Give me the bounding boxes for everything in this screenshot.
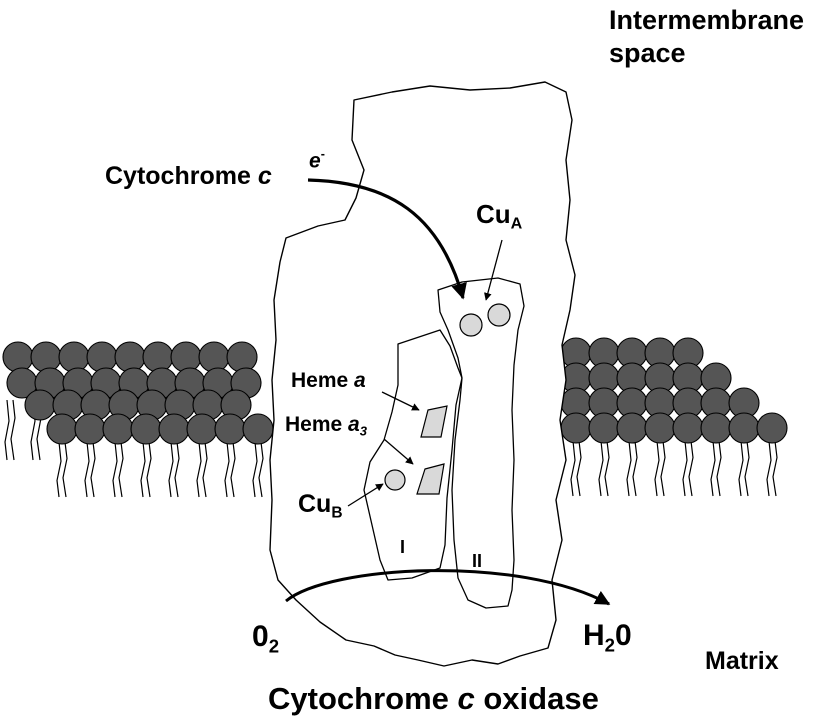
lipid-head bbox=[672, 412, 704, 444]
lipid-head bbox=[142, 341, 174, 373]
lipid-head bbox=[616, 412, 648, 444]
lipid-head bbox=[102, 413, 134, 445]
lipid-head bbox=[2, 341, 34, 373]
lipid-head bbox=[226, 341, 258, 373]
subunit-i-outline bbox=[363, 329, 463, 581]
lipid-tail bbox=[626, 440, 638, 497]
lipid-tail bbox=[4, 399, 16, 461]
lipid-head bbox=[130, 413, 162, 445]
lipid-head bbox=[114, 341, 146, 373]
lipid-head bbox=[242, 413, 274, 445]
lipid-head bbox=[728, 412, 760, 444]
cu-a-site-2 bbox=[487, 303, 511, 327]
lipid-head bbox=[700, 412, 732, 444]
heme-a3-label: Heme a3 bbox=[285, 413, 367, 439]
lipid-tail bbox=[168, 441, 180, 498]
lipid-tail bbox=[598, 440, 610, 497]
lipid-head bbox=[46, 413, 78, 445]
lipid-head bbox=[58, 341, 90, 373]
subunit-ii-label: II bbox=[472, 551, 483, 571]
cu-a-site-1 bbox=[459, 313, 483, 337]
lipid-tail bbox=[738, 440, 750, 497]
lipid-head bbox=[24, 389, 56, 421]
subunit-ii-outline bbox=[437, 277, 525, 609]
heme-a-shape bbox=[420, 405, 448, 438]
lipid-tail bbox=[112, 441, 124, 498]
heme-a-pointer-arrow bbox=[381, 391, 420, 411]
cu-a-pointer-arrow bbox=[484, 239, 503, 301]
lipid-head bbox=[214, 413, 246, 445]
lipid-head bbox=[198, 341, 230, 373]
lipid-head bbox=[158, 413, 190, 445]
lipid-head bbox=[170, 341, 202, 373]
lipid-tail bbox=[224, 441, 236, 498]
page-title: Cytochrome c oxidase bbox=[268, 681, 599, 716]
electron-label: e- bbox=[309, 147, 325, 173]
lipid-head bbox=[588, 412, 620, 444]
lipid-tail bbox=[196, 441, 208, 498]
intermembrane-label: Intermembrane bbox=[609, 5, 805, 35]
lipid-head bbox=[86, 341, 118, 373]
lipid-head bbox=[74, 413, 106, 445]
lipid-head bbox=[186, 413, 218, 445]
lipid-tail bbox=[140, 441, 152, 498]
lipid-head bbox=[30, 341, 62, 373]
electron-transfer-arrow bbox=[307, 178, 467, 300]
lipid-head bbox=[756, 412, 788, 444]
lipid-bilayer bbox=[2, 337, 788, 498]
cytochrome-c-label: Cytochrome c bbox=[105, 162, 272, 190]
lipid-tail bbox=[682, 440, 694, 497]
lipid-tail bbox=[570, 440, 582, 497]
cu-b-label: CuB bbox=[298, 490, 343, 522]
lipid-tail bbox=[84, 441, 96, 498]
subunit-i-label: I bbox=[400, 537, 406, 557]
cu-b-site bbox=[384, 469, 406, 491]
lipid-tail bbox=[252, 441, 264, 498]
lipid-tail bbox=[654, 440, 666, 497]
lipid-tail bbox=[766, 440, 778, 497]
space-label: space bbox=[609, 38, 686, 68]
lipid-head bbox=[560, 412, 592, 444]
lipid-tail bbox=[710, 440, 722, 497]
heme-a-label: Heme a bbox=[291, 369, 366, 392]
cu-a-label: CuA bbox=[476, 199, 523, 233]
o2-label: 02 bbox=[252, 620, 280, 657]
lipid-head bbox=[644, 412, 676, 444]
matrix-label: Matrix bbox=[705, 647, 779, 675]
heme-a3-pointer-arrow bbox=[383, 438, 414, 465]
heme-a3-shape bbox=[416, 463, 445, 495]
h2o-label: H20 bbox=[583, 619, 632, 656]
cu-b-pointer-arrow bbox=[347, 483, 384, 507]
oxygen-reduction-arrow bbox=[285, 569, 611, 606]
lipid-tail bbox=[56, 441, 68, 498]
